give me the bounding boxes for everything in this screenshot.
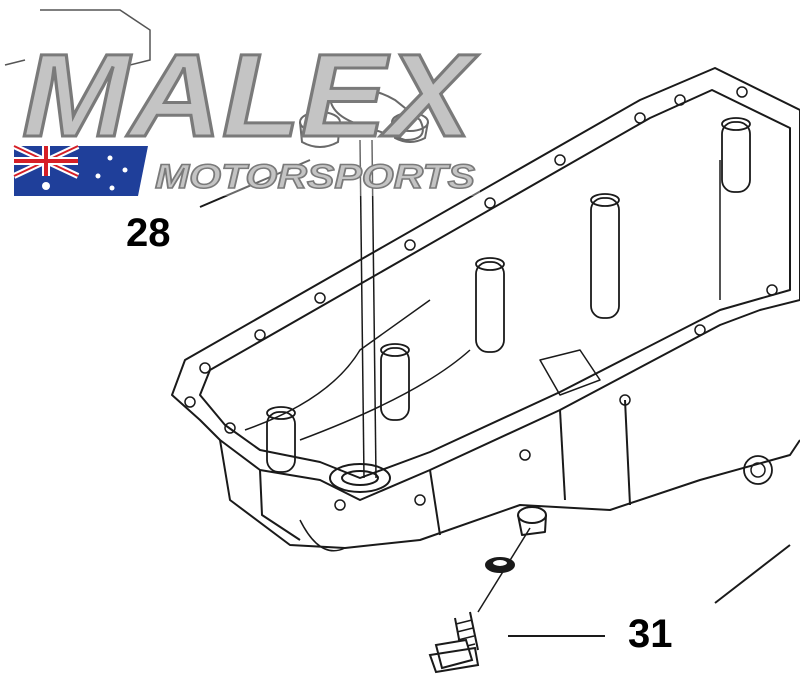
oil-pan-bosses (266, 117, 751, 473)
callout-31: 31 (628, 612, 673, 656)
logo-brand-sub: MOTORSPORTS (155, 158, 475, 196)
drain-plug-bolt (428, 611, 480, 674)
callout-28: 28 (126, 211, 171, 255)
malex-watermark: MALEX MOTORSPORTS (0, 0, 480, 197)
pickup-tube-seal (299, 87, 429, 479)
oil-pan-inner-flange (199, 89, 791, 479)
drain-plug-assembly (428, 527, 531, 674)
logo-brand-main: MALEX (22, 30, 479, 162)
oil-pan (171, 67, 800, 552)
oil-pan-outer-flange (171, 67, 800, 501)
drain-plug-washer (485, 557, 515, 573)
drain-plug-boss (517, 506, 547, 536)
leader-28 (199, 159, 311, 208)
leader-31-right (714, 544, 791, 604)
callout-leaders (199, 159, 791, 637)
oil-pickup-port (329, 463, 391, 493)
flange-bolt-holes (184, 86, 778, 511)
australian-flag-icon (12, 143, 148, 196)
